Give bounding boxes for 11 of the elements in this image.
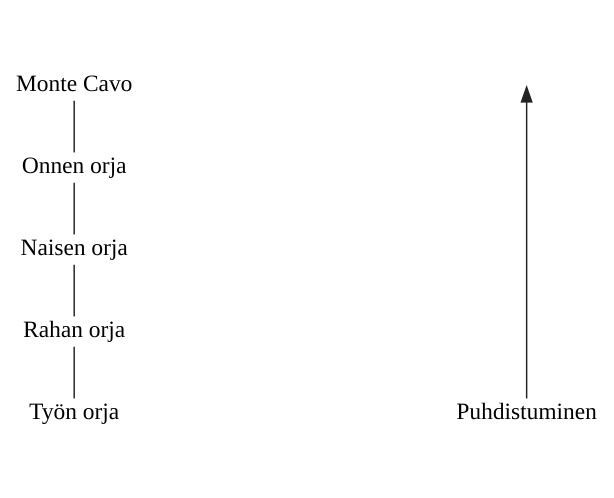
- connector: [73, 182, 75, 234]
- connector: [73, 100, 75, 152]
- connector: [73, 264, 75, 316]
- node-text: Puhdistuminen: [456, 398, 597, 425]
- arrow: [520, 84, 533, 398]
- node-text: Monte Cavo: [16, 70, 132, 97]
- connector: [73, 346, 75, 398]
- node-text: Naisen orja: [20, 234, 128, 261]
- node-text: Työn orja: [29, 398, 120, 425]
- node-text: Onnen orja: [22, 152, 127, 179]
- node-text: Rahan orja: [23, 316, 126, 343]
